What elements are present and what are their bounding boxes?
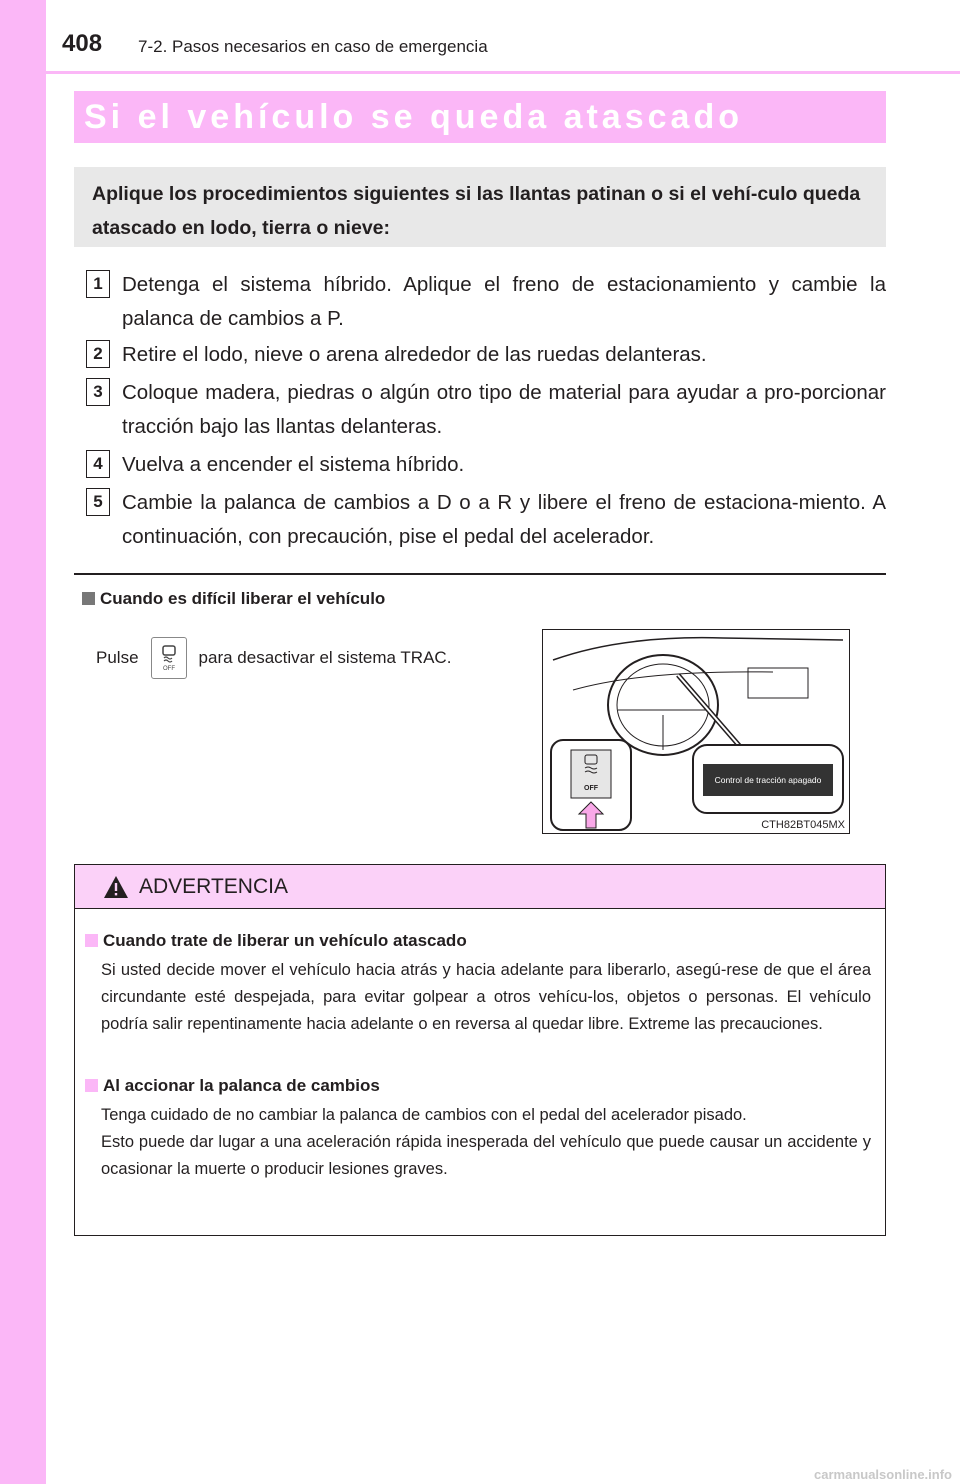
step-number: 3: [86, 378, 110, 406]
step-number: 1: [86, 270, 110, 298]
warning-item-2: Al accionar la palanca de cambios Tenga …: [85, 1076, 871, 1183]
warning-header: ADVERTENCIA: [75, 865, 885, 909]
pulse-text-after: para desactivar el sistema TRAC.: [198, 648, 452, 667]
step-5: 5 Cambie la palanca de cambios a D o a R…: [86, 486, 886, 554]
bullet-square-icon: [82, 592, 95, 605]
page-number: 408: [62, 30, 103, 57]
step-number: 5: [86, 488, 110, 516]
warning-item-body: Tenga cuidado de no cambiar la palanca d…: [101, 1106, 747, 1124]
warning-item-body-2: Esto puede dar lugar a una aceleración r…: [101, 1133, 871, 1178]
section-divider: [74, 573, 886, 575]
step-3: 3 Coloque madera, piedras o algún otro t…: [86, 376, 886, 444]
dashboard-figure: OFF Control de tracción apagado CTH82BT0…: [542, 629, 850, 834]
dashboard-illustration: OFF Control de tracción apagado: [550, 636, 844, 831]
svg-text:OFF: OFF: [163, 666, 175, 672]
step-text: Retire el lodo, nieve o arena alrededor …: [122, 343, 707, 366]
step-2: 2 Retire el lodo, nieve o arena alrededo…: [86, 338, 886, 372]
step-4: 4 Vuelva a encender el sistema híbrido.: [86, 448, 886, 482]
svg-text:OFF: OFF: [584, 785, 599, 792]
pulse-instruction: Pulse OFF para desactivar el sistema TRA…: [96, 636, 451, 680]
step-number: 2: [86, 340, 110, 368]
step-text: Coloque madera, piedras o algún otro tip…: [122, 381, 886, 438]
warning-title: ADVERTENCIA: [139, 874, 288, 898]
step-number: 4: [86, 450, 110, 478]
step-text: Cambie la palanca de cambios a D o a R y…: [122, 491, 886, 548]
bullet-square-icon: [85, 934, 98, 947]
pulse-text-before: Pulse: [96, 648, 139, 667]
warning-item-heading: Al accionar la palanca de cambios: [85, 1076, 871, 1096]
display-message: Control de tracción apagado: [715, 775, 822, 785]
figure-code: CTH82BT045MX: [761, 819, 845, 831]
warning-box: ADVERTENCIA Cuando trate de liberar un v…: [74, 864, 886, 1236]
warning-item-1: Cuando trate de liberar un vehículo atas…: [85, 931, 871, 1038]
warning-item-body: Si usted decide mover el vehículo hacia …: [101, 961, 871, 1033]
bullet-square-icon: [85, 1079, 98, 1092]
title-bar: Si el vehículo se queda atascado: [74, 91, 886, 143]
page-side-band: [0, 0, 46, 1484]
intro-box: Aplique los procedimientos siguientes si…: [74, 167, 886, 247]
section-header: 7-2. Pasos necesarios en caso de emergen…: [138, 37, 488, 56]
subsection-heading: Cuando es difícil liberar el vehículo: [82, 589, 385, 609]
header-rule: [46, 71, 960, 74]
step-text: Vuelva a encender el sistema híbrido.: [122, 453, 465, 476]
warning-triangle-icon: [104, 875, 128, 898]
footer-watermark: carmanualsonline.info: [814, 1467, 952, 1482]
page-title: Si el vehículo se queda atascado: [84, 97, 743, 136]
warning-item-heading: Cuando trate de liberar un vehículo atas…: [85, 931, 871, 951]
trac-off-button-icon: OFF: [150, 637, 187, 679]
step-text: Detenga el sistema híbrido. Aplique el f…: [122, 273, 886, 330]
step-1: 1 Detenga el sistema híbrido. Aplique el…: [86, 268, 886, 336]
